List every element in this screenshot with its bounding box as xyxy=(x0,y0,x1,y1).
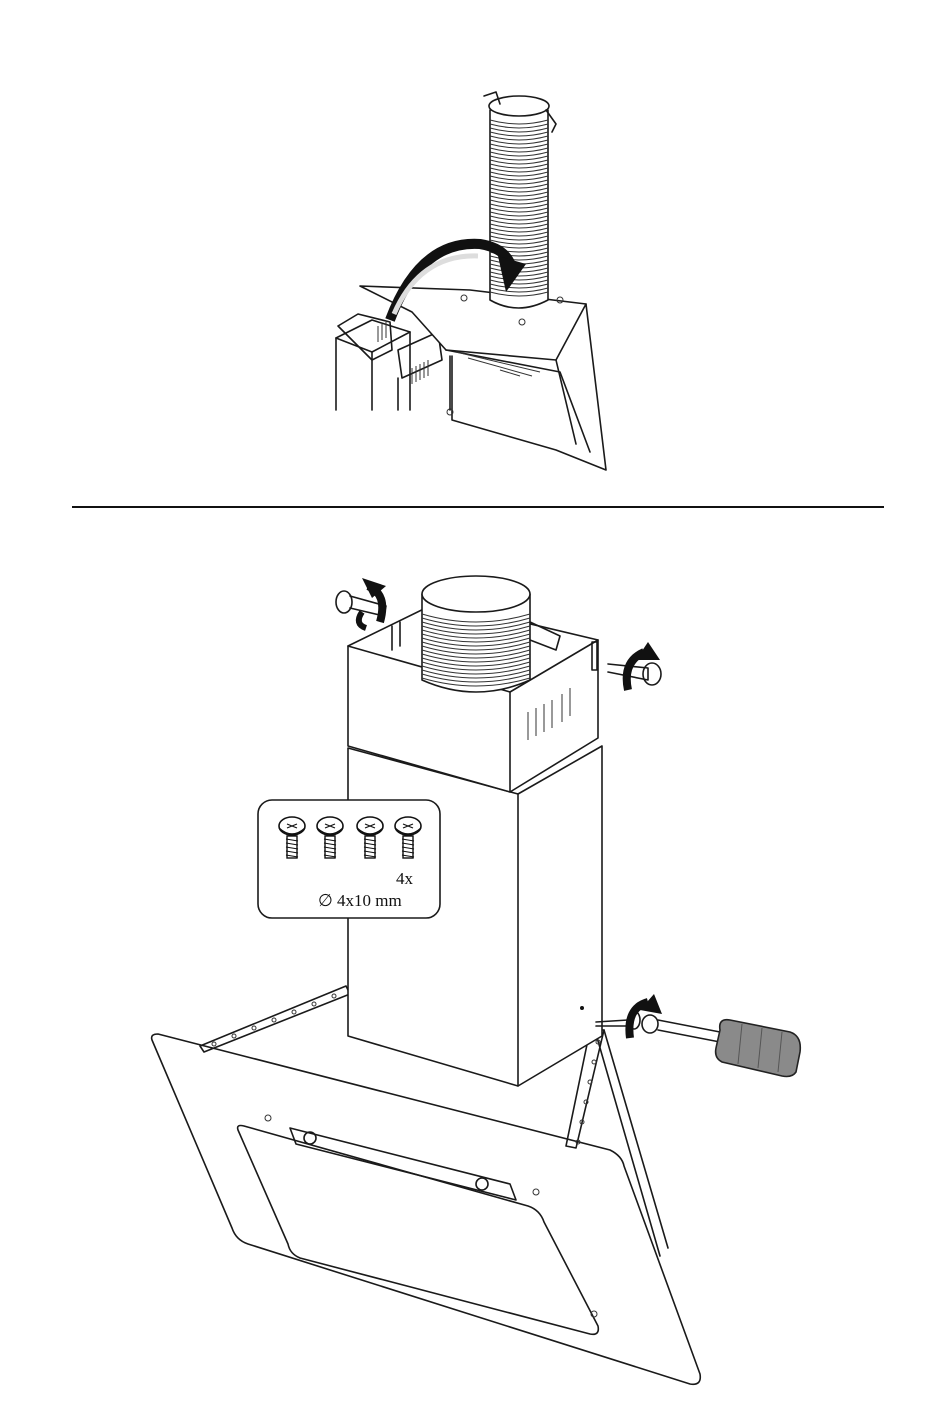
section-divider xyxy=(72,506,884,508)
frame-hole xyxy=(272,1018,276,1022)
duct-pipe xyxy=(484,92,556,308)
frame-hole xyxy=(212,1042,216,1046)
frame-hole xyxy=(232,1034,236,1038)
step-illustration-duct-connection xyxy=(0,0,950,500)
screw-size: ∅ 4x10 mm xyxy=(318,891,402,910)
frame-hole xyxy=(592,1060,596,1064)
frame-hole xyxy=(252,1026,256,1030)
frame-hole xyxy=(332,994,336,998)
step-illustration-chimney-fixing: 4x ∅ 4x10 mm xyxy=(0,520,950,1408)
screwdriver-icon xyxy=(642,1015,800,1077)
screw-top-left xyxy=(336,578,386,628)
duct-connection-drawing xyxy=(0,0,950,500)
screw-top-right xyxy=(608,642,661,690)
screw-callout: 4x ∅ 4x10 mm xyxy=(258,800,440,918)
chimney-fixing-drawing: 4x ∅ 4x10 mm xyxy=(0,520,950,1408)
screw-quantity: 4x xyxy=(396,869,414,888)
frame-hole xyxy=(292,1010,296,1014)
frame-hole xyxy=(312,1002,316,1006)
